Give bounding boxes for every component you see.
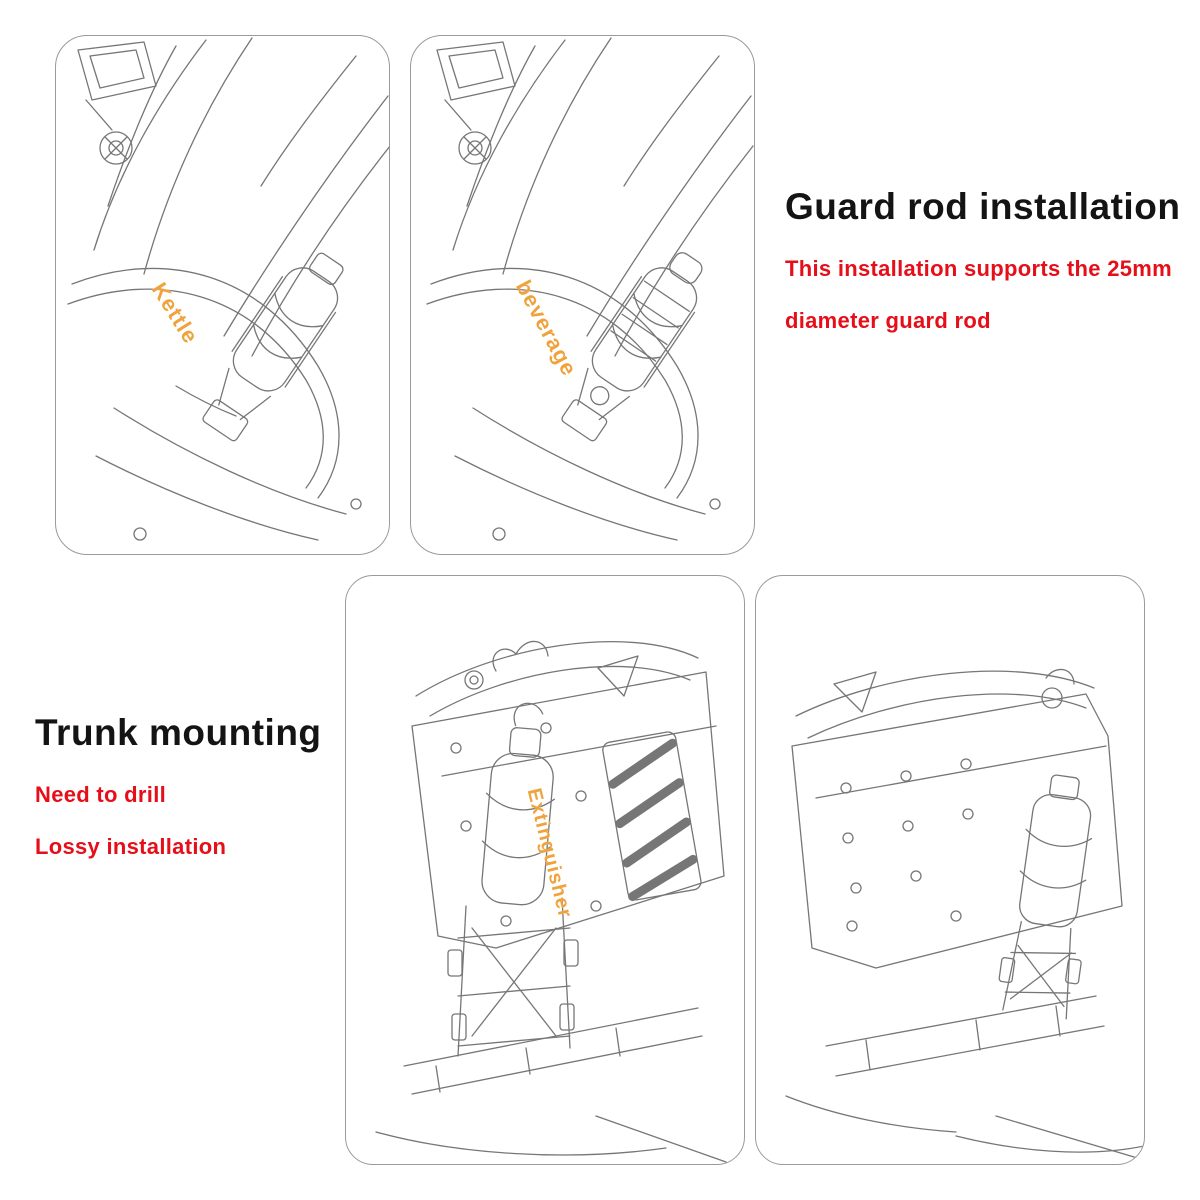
trunk-panel-rear — [755, 575, 1145, 1165]
trunk-section-text: Trunk mounting Need to drill Lossy insta… — [35, 712, 365, 886]
guard-panel-beverage: beverage — [410, 35, 755, 555]
guard-kettle-sketch — [67, 37, 389, 541]
trunk-extinguisher-sketch — [375, 640, 727, 1163]
trunk-note-line1: Need to drill — [35, 782, 167, 807]
guard-section-text: Guard rod installation This installation… — [785, 186, 1185, 360]
trunk-note-line2: Lossy installation — [35, 834, 227, 859]
trunk-section-title: Trunk mounting — [35, 712, 322, 753]
guard-section-title: Guard rod installation — [785, 186, 1181, 227]
trunk-rear-sketch — [785, 668, 1144, 1161]
guard-note-line1: This installation supports the 25mm — [785, 256, 1173, 281]
guard-note-line2: diameter guard rod — [785, 308, 991, 333]
guard-beverage-sketch — [426, 37, 754, 541]
guard-panel-kettle: Kettle — [55, 35, 390, 555]
trunk-panel-extinguisher: Extinguisher — [345, 575, 745, 1165]
